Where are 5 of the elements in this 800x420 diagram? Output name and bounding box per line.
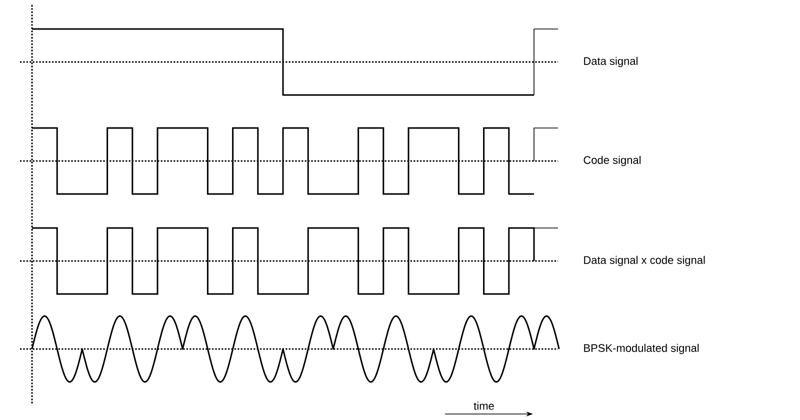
signal-label: Data signal [584,56,638,68]
signal-label: Data signal x code signal [584,256,705,266]
signal-label: Code signal [584,156,641,166]
signal-label: BPSK-modulated signal [584,344,699,354]
axis-label: time [474,402,494,410]
